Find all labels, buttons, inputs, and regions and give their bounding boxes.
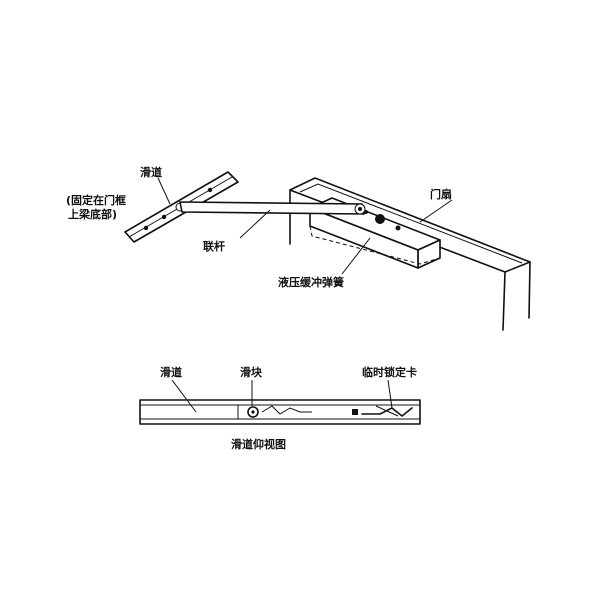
leader-link-rod <box>239 209 271 239</box>
leader-damper-spring <box>341 237 371 275</box>
link-rod <box>179 201 366 215</box>
label-slider: 滑块 <box>240 366 262 379</box>
label-bottom-slide-track: 滑道 <box>160 366 182 379</box>
label-door-leaf: 门扇 <box>430 188 452 201</box>
label-damper-spring: 液压缓冲弹簧 <box>278 276 344 289</box>
label-fixed-note-line2: 上梁底部) <box>68 208 118 221</box>
leader-bottom-slide-track <box>171 379 197 413</box>
caption-bottom-view: 滑道仰视图 <box>231 438 286 451</box>
label-fixed-note-line1: (固定在门框 <box>66 194 127 207</box>
label-temp-lock: 临时锁定卡 <box>362 366 417 379</box>
leader-slide-track <box>157 177 171 205</box>
label-slide-track: 滑道 <box>140 166 162 179</box>
leader-temp-lock <box>387 379 393 409</box>
leader-door-leaf <box>419 199 453 223</box>
slide-track-bottom-view <box>139 399 421 425</box>
label-link-rod: 联杆 <box>203 240 225 253</box>
